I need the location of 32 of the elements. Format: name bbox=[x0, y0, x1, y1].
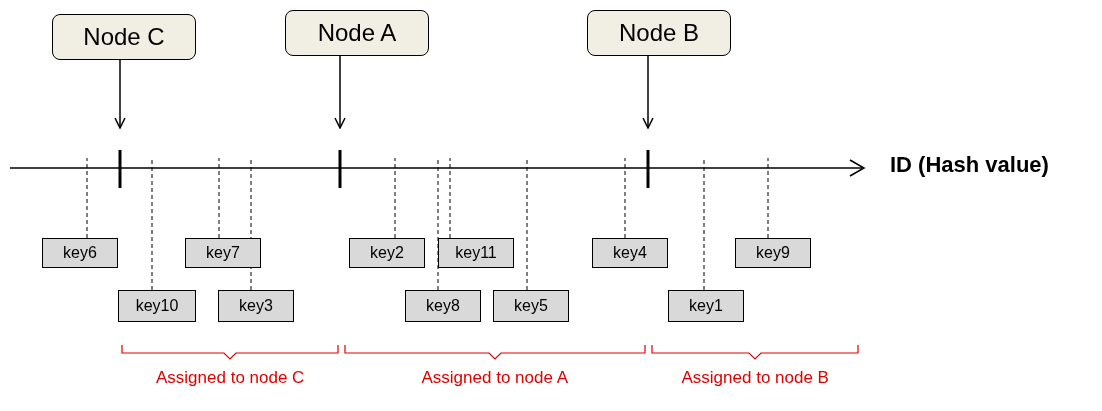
range-label: Assigned to node B bbox=[681, 368, 829, 388]
key-box: key2 bbox=[349, 238, 425, 268]
server-node-box: Node A bbox=[285, 10, 429, 56]
leader-line bbox=[394, 157, 396, 239]
server-node-box: Node B bbox=[587, 10, 731, 56]
arrow bbox=[334, 55, 346, 129]
key-box: key3 bbox=[218, 290, 294, 322]
leader-line bbox=[449, 157, 451, 239]
arrow bbox=[114, 59, 126, 129]
key-box: key7 bbox=[185, 238, 261, 268]
leader-line bbox=[151, 157, 153, 291]
arrow bbox=[642, 55, 654, 129]
leader-line bbox=[218, 157, 220, 239]
leader-line bbox=[250, 157, 252, 291]
leader-line bbox=[526, 157, 528, 291]
key-box: key5 bbox=[493, 290, 569, 322]
key-box: key10 bbox=[118, 290, 196, 322]
range-label: Assigned to node A bbox=[421, 368, 568, 388]
leader-line bbox=[86, 157, 88, 239]
leader-line bbox=[437, 157, 439, 291]
key-box: key1 bbox=[668, 290, 744, 322]
axis-label: ID (Hash value) bbox=[890, 152, 1049, 178]
key-box: key9 bbox=[735, 238, 811, 268]
range-label: Assigned to node C bbox=[156, 368, 305, 388]
key-box: key8 bbox=[405, 290, 481, 322]
leader-line bbox=[767, 157, 769, 239]
key-box: key4 bbox=[592, 238, 668, 268]
leader-line bbox=[703, 157, 705, 291]
server-node-box: Node C bbox=[52, 14, 196, 60]
key-box: key6 bbox=[42, 238, 118, 268]
key-box: key11 bbox=[438, 238, 514, 268]
leader-line bbox=[624, 157, 626, 239]
